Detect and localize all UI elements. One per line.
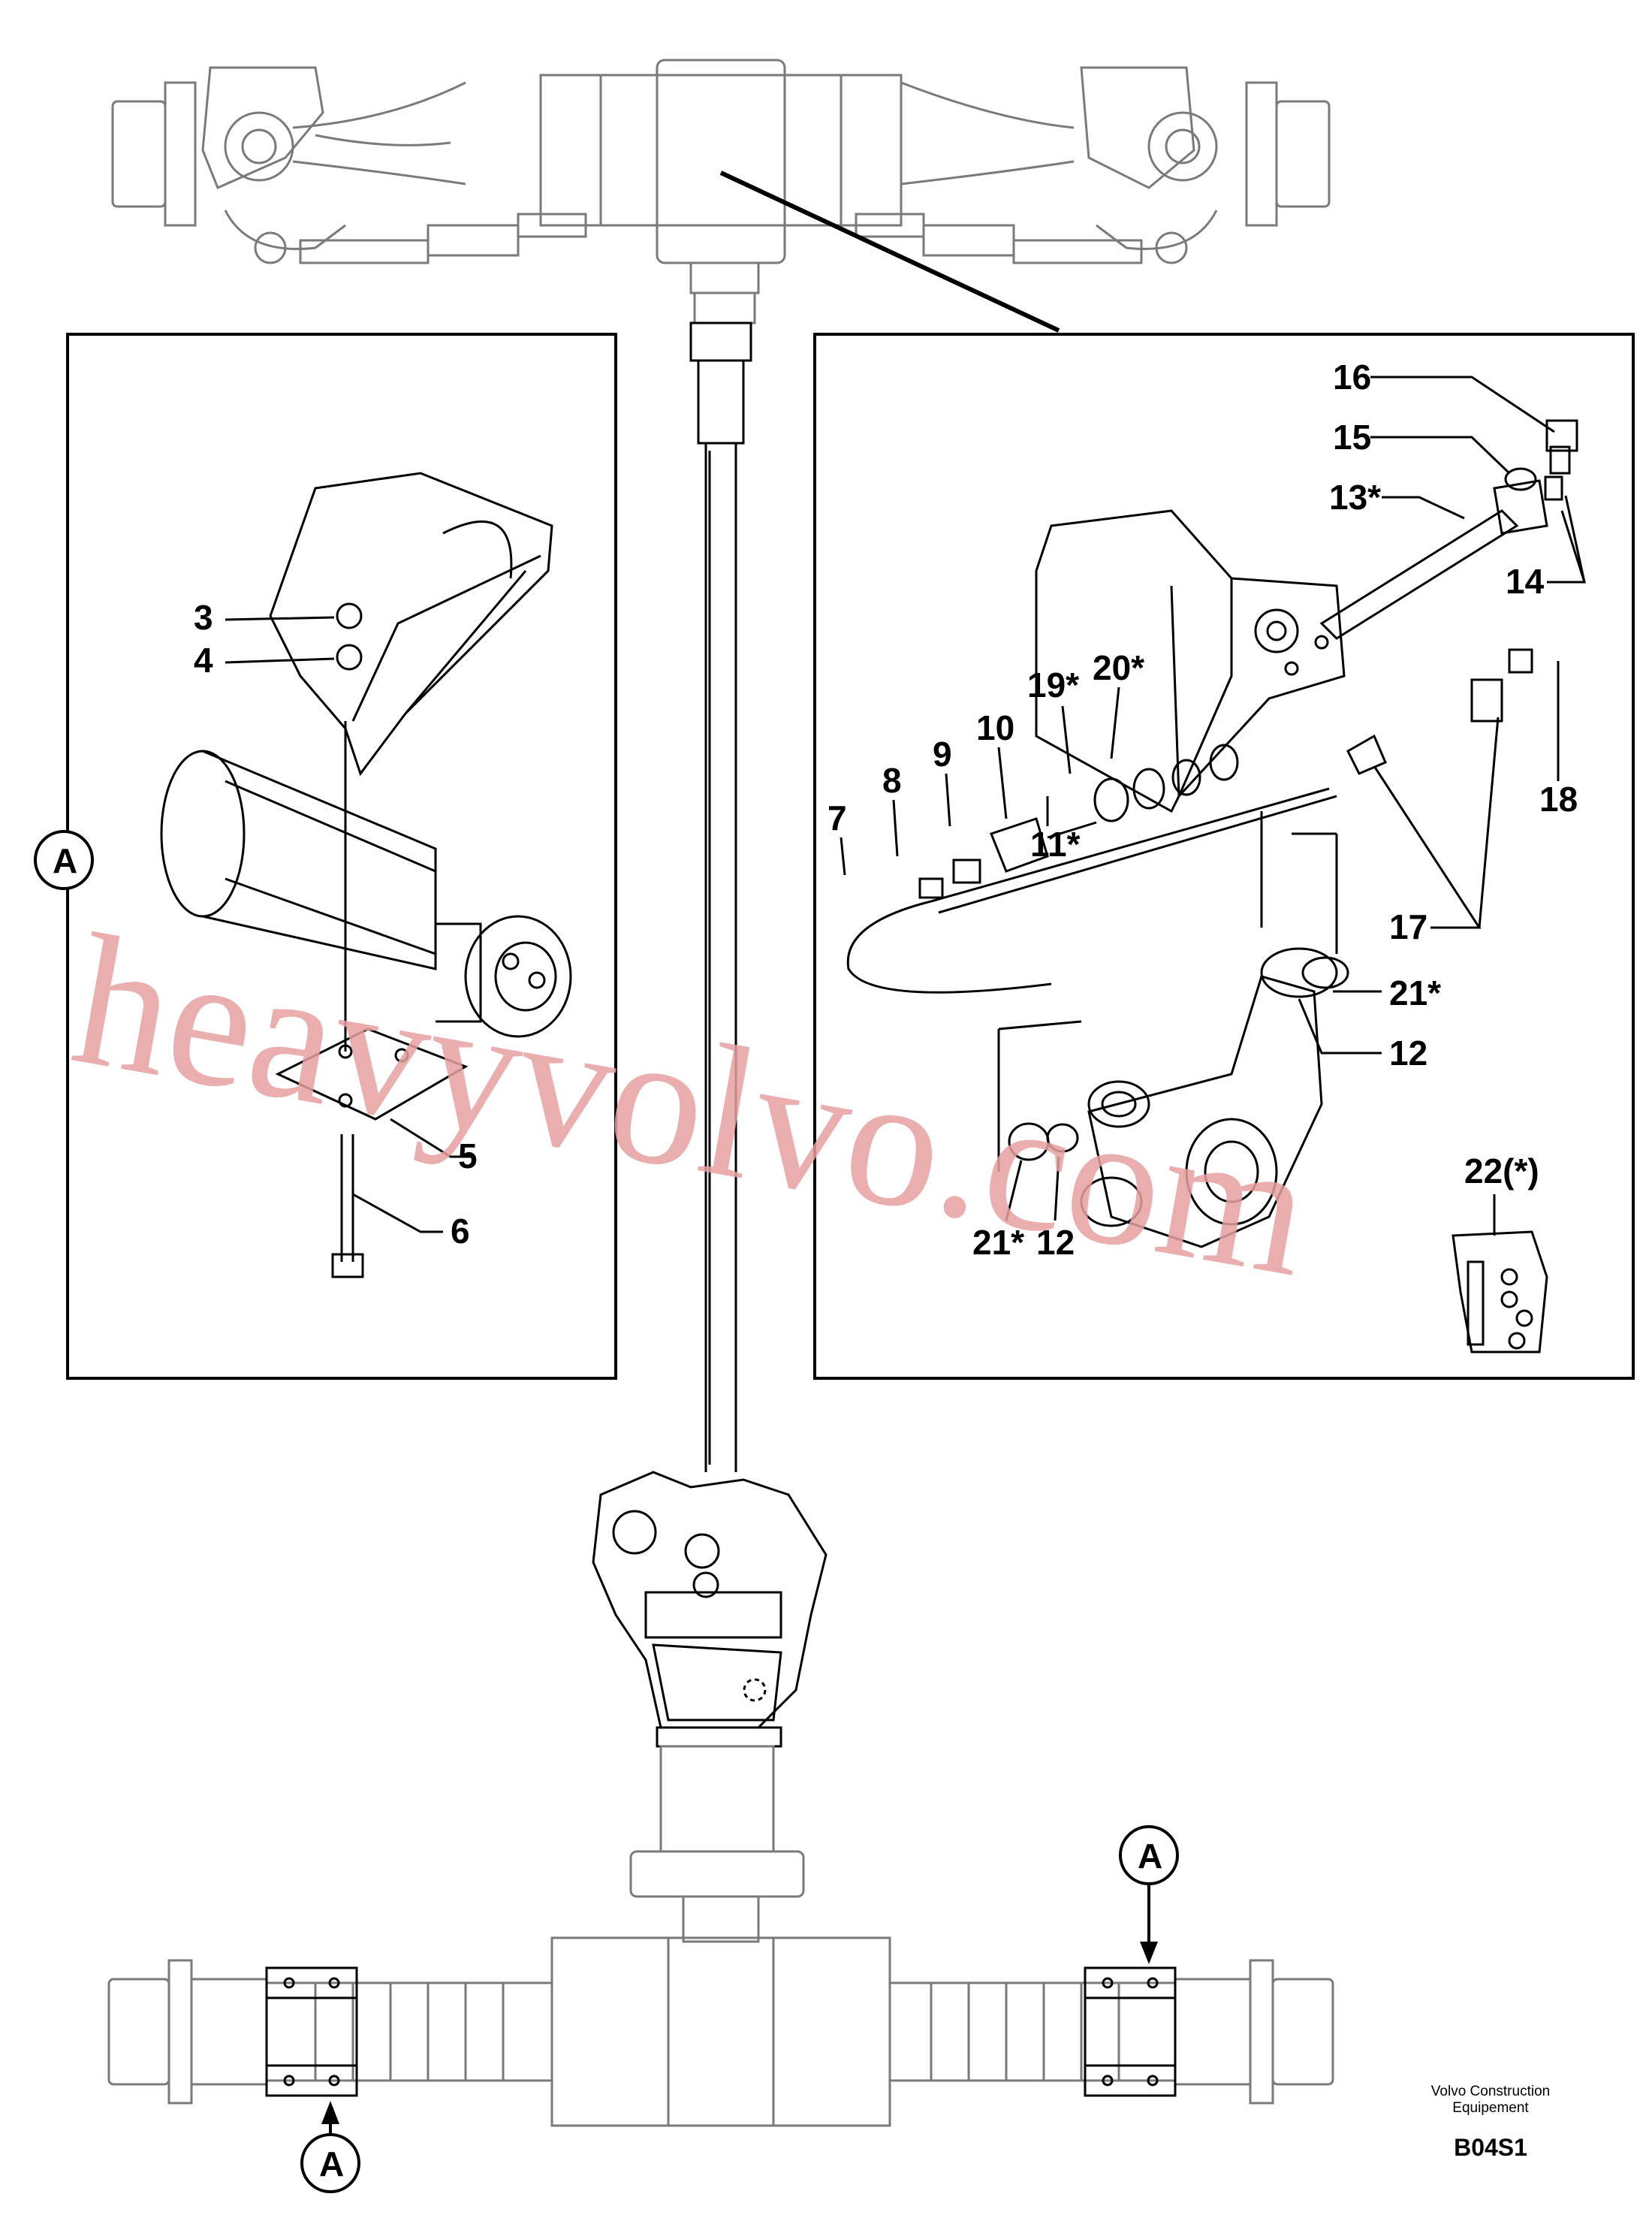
svg-text:9: 9 — [933, 735, 952, 774]
callout-19: 19* — [1027, 665, 1079, 774]
callout-14: 14 — [1506, 495, 1587, 601]
callout-8: 8 — [882, 761, 902, 857]
svg-text:4: 4 — [194, 641, 213, 680]
view-marker-bottom-left: A — [300, 2101, 360, 2193]
svg-text:11*: 11* — [1030, 825, 1081, 864]
svg-text:Equipement: Equipement — [1452, 2100, 1529, 2116]
svg-text:Volvo Construction: Volvo Construction — [1431, 2084, 1550, 2099]
svg-text:18: 18 — [1539, 780, 1578, 819]
callout-21-lower: 21* — [972, 1160, 1024, 1262]
callout-15: 15 — [1333, 418, 1511, 475]
svg-text:A: A — [319, 2144, 344, 2183]
svg-text:3: 3 — [194, 598, 213, 637]
svg-text:15: 15 — [1333, 418, 1371, 457]
footer-company: Volvo Construction Equipement — [1431, 2084, 1550, 2116]
svg-text:20*: 20* — [1093, 648, 1144, 687]
callout-7: 7 — [828, 798, 847, 876]
left-panel-plate-and-bolt — [275, 721, 473, 1278]
svg-text:A: A — [1138, 1836, 1162, 1876]
bearing-block-right — [1084, 1966, 1177, 2097]
svg-text:12: 12 — [1389, 1034, 1427, 1073]
right-panel-brake-pipe — [846, 744, 1337, 994]
svg-text:A: A — [53, 841, 77, 880]
callout-20: 20* — [1093, 648, 1144, 759]
callout-16: 16 — [1333, 358, 1555, 433]
right-panel-kit — [1452, 1230, 1548, 1353]
right-panel-housing — [1035, 509, 1346, 813]
callout-9: 9 — [933, 735, 952, 827]
svg-text:12: 12 — [1036, 1223, 1075, 1262]
callout-17: 17 — [1373, 717, 1500, 946]
callout-21-upper: 21* — [1333, 973, 1441, 1012]
svg-text:19*: 19* — [1027, 665, 1079, 705]
callout-4: 4 — [194, 641, 335, 680]
bearing-block-left — [265, 1966, 358, 2097]
top-axle-illustration — [111, 59, 1331, 324]
svg-text:7: 7 — [828, 798, 847, 837]
view-marker-left: A — [34, 830, 94, 890]
svg-text:22(*): 22(*) — [1464, 1151, 1539, 1190]
svg-text:17: 17 — [1389, 907, 1427, 946]
center-motor-assembly — [592, 1471, 828, 1748]
svg-text:14: 14 — [1506, 562, 1545, 601]
svg-text:16: 16 — [1333, 358, 1371, 397]
detail-panel-right — [813, 333, 1635, 1380]
right-panel-axle-housing — [997, 947, 1349, 1248]
svg-text:8: 8 — [882, 761, 902, 800]
footer-drawing-code: B04S1 — [1454, 2134, 1527, 2161]
callout-5: 5 — [458, 1136, 478, 1175]
right-panel-parts-top — [1260, 419, 1578, 954]
left-panel-axle-housing — [160, 750, 572, 1038]
callout-3: 3 — [194, 598, 335, 637]
callout-11: 11* — [1030, 796, 1081, 864]
view-marker-bottom-right: A — [1119, 1825, 1179, 1964]
left-panel-bracket — [269, 472, 553, 777]
drive-shaft — [689, 321, 752, 1472]
callout-12-upper: 12 — [1298, 998, 1427, 1073]
callout-6: 6 — [451, 1212, 470, 1251]
zoom-leader-line — [719, 171, 1060, 333]
svg-text:21*: 21* — [972, 1223, 1024, 1262]
svg-text:21*: 21* — [1389, 973, 1441, 1012]
callout-10: 10 — [976, 708, 1014, 819]
watermark-text: heavyvolvo.com — [60, 895, 1323, 1317]
callout-12-lower: 12 — [1036, 1156, 1075, 1262]
svg-text:13*: 13* — [1329, 478, 1381, 517]
callout-13: 13* — [1329, 478, 1465, 520]
svg-text:10: 10 — [976, 708, 1014, 747]
callout-22: 22(*) — [1464, 1151, 1539, 1236]
callout-18: 18 — [1539, 661, 1578, 819]
